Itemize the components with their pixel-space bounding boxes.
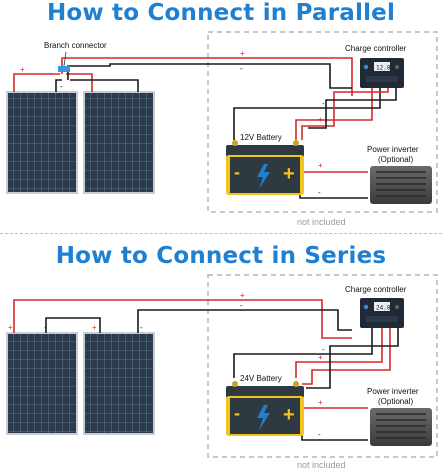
section-divider [0,233,442,234]
battery-label-series: 24V Battery [240,374,282,383]
battery-plus-parallel: + [283,163,295,185]
branch-pointer [63,51,67,67]
series-diagram: - + + - + - + - - + + - [6,274,438,458]
svg-text:-: - [322,345,325,354]
power-inverter-parallel [370,166,432,204]
svg-text:-: - [322,99,325,108]
controller-display-series: 24.8 [376,305,391,312]
series-title: How to Connect in Series [55,243,387,269]
svg-text:-: - [240,64,243,73]
solar-panel-2 [83,91,155,194]
svg-text:+: + [318,115,323,124]
svg-text:+: + [8,323,13,332]
svg-text:+: + [318,161,323,170]
inverter-note-series: (Optional) [378,397,414,406]
parallel-title: How to Connect in Parallel [46,0,396,26]
svg-text:-: - [44,323,47,332]
svg-text:+: + [92,323,97,332]
branch-connector [58,66,70,72]
battery-parallel [226,140,304,195]
controller-display-parallel: 12.8 [376,65,391,72]
svg-text:-: - [240,301,243,310]
battery-label-parallel: 12V Battery [240,133,282,142]
wire-signs-series: + - + - + - - + + - [8,291,325,439]
svg-text:+: + [240,49,245,58]
solar-panel-1 [6,91,78,194]
svg-text:+: + [240,291,245,300]
svg-text:-: - [140,323,143,332]
battery-minus-series: - [234,403,240,423]
power-inverter-series [370,408,432,446]
svg-text:-: - [318,188,321,197]
inverter-label-series: Power inverter [367,387,419,396]
inverter-note-parallel: (Optional) [378,155,414,164]
inverter-label-parallel: Power inverter [367,145,419,154]
not-included-label-parallel: not included [297,217,346,227]
not-included-box-parallel [207,31,438,213]
svg-text:-: - [318,430,321,439]
wire-signs-parallel: + - + - - + + - [20,49,325,197]
panel-wires-series [13,299,352,339]
battery-minus-parallel: - [234,162,240,182]
parallel-diagram: - + + - + - - + + - [6,31,438,213]
not-included-label-series: not included [297,460,346,470]
battery-series [226,381,304,436]
charge-controller-label-series: Charge controller [345,285,407,294]
svg-text:+: + [20,65,25,74]
charge-controller-label-parallel: Charge controller [345,44,407,53]
charge-controller-series [360,298,404,328]
solar-panel-3 [6,332,78,435]
svg-text:-: - [60,82,63,91]
svg-text:+: + [318,398,323,407]
solar-panel-4 [83,332,155,435]
battery-plus-series: + [283,404,295,426]
svg-text:+: + [318,353,323,362]
charge-controller-parallel [360,58,404,88]
not-included-box-series [207,274,438,458]
branch-connector-label: Branch connector [44,41,107,50]
